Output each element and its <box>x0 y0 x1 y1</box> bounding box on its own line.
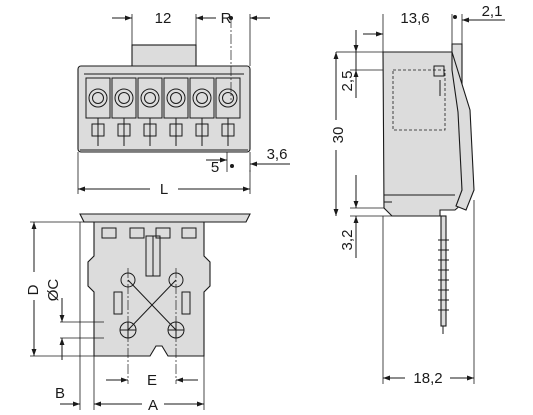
dim-bottom-e: E <box>147 372 157 389</box>
front-view: 12 R 5 3,6 L <box>77 10 290 198</box>
dim-side-bottom-width: 18,2 <box>413 370 442 387</box>
dim-bottom-b: B <box>55 385 65 402</box>
dim-front-bottom-offset: 3,6 <box>267 146 288 163</box>
dim-front-top-pitch: 12 <box>155 10 172 27</box>
dim-front-length: L <box>160 181 168 198</box>
dim-bottom-a: A <box>148 397 158 414</box>
clamp-row <box>85 77 241 146</box>
dim-bottom-d: D <box>25 284 42 295</box>
dim-side-lower-height: 3,2 <box>339 230 356 251</box>
dim-side-top-right: 2,1 <box>482 3 503 20</box>
dim-side-top-width: 13,6 <box>400 10 429 27</box>
dim-front-bottom-pitch: 5 <box>211 159 219 176</box>
bottom-view: D ØC E A B <box>25 213 251 414</box>
dim-front-top-r: R <box>221 10 232 27</box>
dim-side-height: 30 <box>330 127 347 144</box>
dim-bottom-c: ØC <box>45 279 62 302</box>
dim-side-upper-height: 2,5 <box>339 71 356 92</box>
side-view: 13,6 2,1 2,5 30 3,2 18,2 <box>330 3 505 387</box>
